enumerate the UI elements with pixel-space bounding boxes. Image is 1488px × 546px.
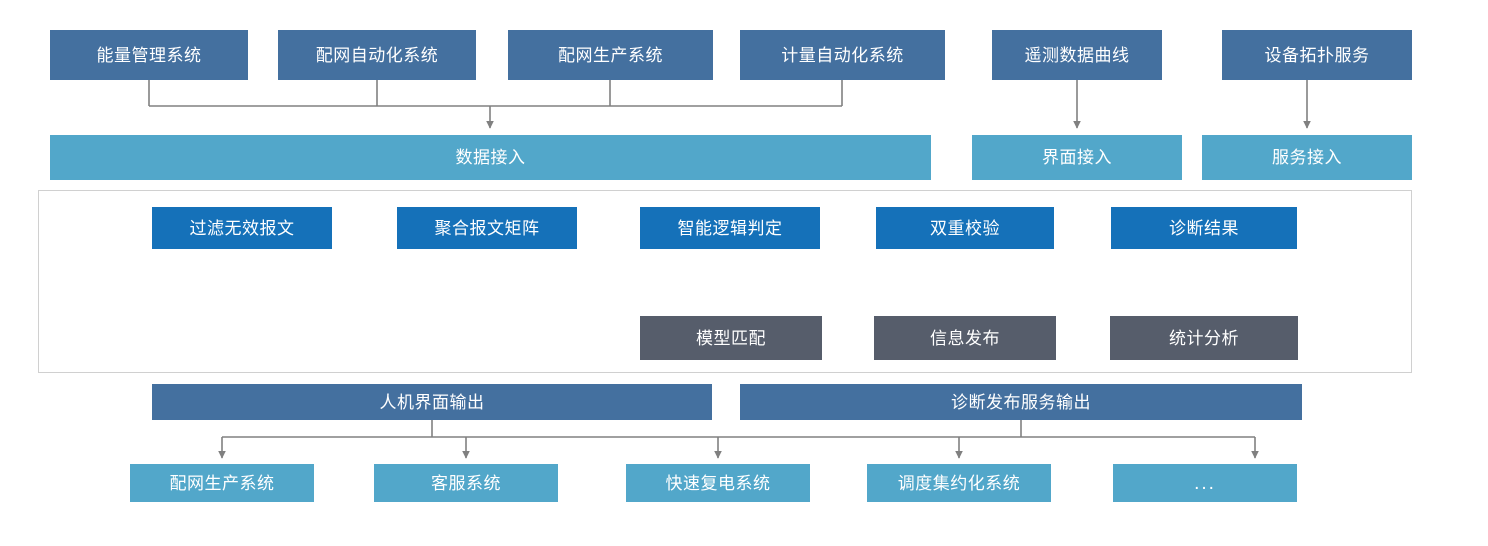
analysis-box-information-publishing[interactable]: 信息发布 [874, 316, 1056, 360]
access-box-service-access[interactable]: 服务接入 [1202, 135, 1412, 180]
source-box-energy-management[interactable]: 能量管理系统 [50, 30, 248, 80]
source-box-telemetry-curve[interactable]: 遥测数据曲线 [992, 30, 1162, 80]
consumer-box-distribution-production[interactable]: 配网生产系统 [130, 464, 314, 502]
analysis-box-model-matching[interactable]: 模型匹配 [640, 316, 822, 360]
pipeline-box-diagnosis-result[interactable]: 诊断结果 [1111, 207, 1297, 249]
source-box-distribution-automation[interactable]: 配网自动化系统 [278, 30, 476, 80]
output-fanout-connector [218, 420, 1259, 459]
consumer-box-rapid-restoration[interactable]: 快速复电系统 [626, 464, 810, 502]
pipeline-box-double-verification[interactable]: 双重校验 [876, 207, 1054, 249]
pipeline-box-intelligent-logic-decision[interactable]: 智能逻辑判定 [640, 207, 820, 249]
source-box-device-topology-service[interactable]: 设备拓扑服务 [1222, 30, 1412, 80]
access-box-data-access[interactable]: 数据接入 [50, 135, 931, 180]
output-box-hmi-output[interactable]: 人机界面输出 [152, 384, 712, 420]
output-box-diagnosis-publish-service-output[interactable]: 诊断发布服务输出 [740, 384, 1302, 420]
source-box-metering-automation[interactable]: 计量自动化系统 [740, 30, 945, 80]
source-bus-connector [148, 80, 843, 129]
source-box-distribution-production[interactable]: 配网生产系统 [508, 30, 713, 80]
consumer-box-dispatch-intensive[interactable]: 调度集约化系统 [867, 464, 1051, 502]
consumer-box-more[interactable]: ... [1113, 464, 1297, 502]
access-box-ui-access[interactable]: 界面接入 [972, 135, 1182, 180]
consumer-box-customer-service[interactable]: 客服系统 [374, 464, 558, 502]
analysis-box-statistical-analysis[interactable]: 统计分析 [1110, 316, 1298, 360]
pipeline-box-filter-invalid-messages[interactable]: 过滤无效报文 [152, 207, 332, 249]
pipeline-box-aggregate-message-matrix[interactable]: 聚合报文矩阵 [397, 207, 577, 249]
